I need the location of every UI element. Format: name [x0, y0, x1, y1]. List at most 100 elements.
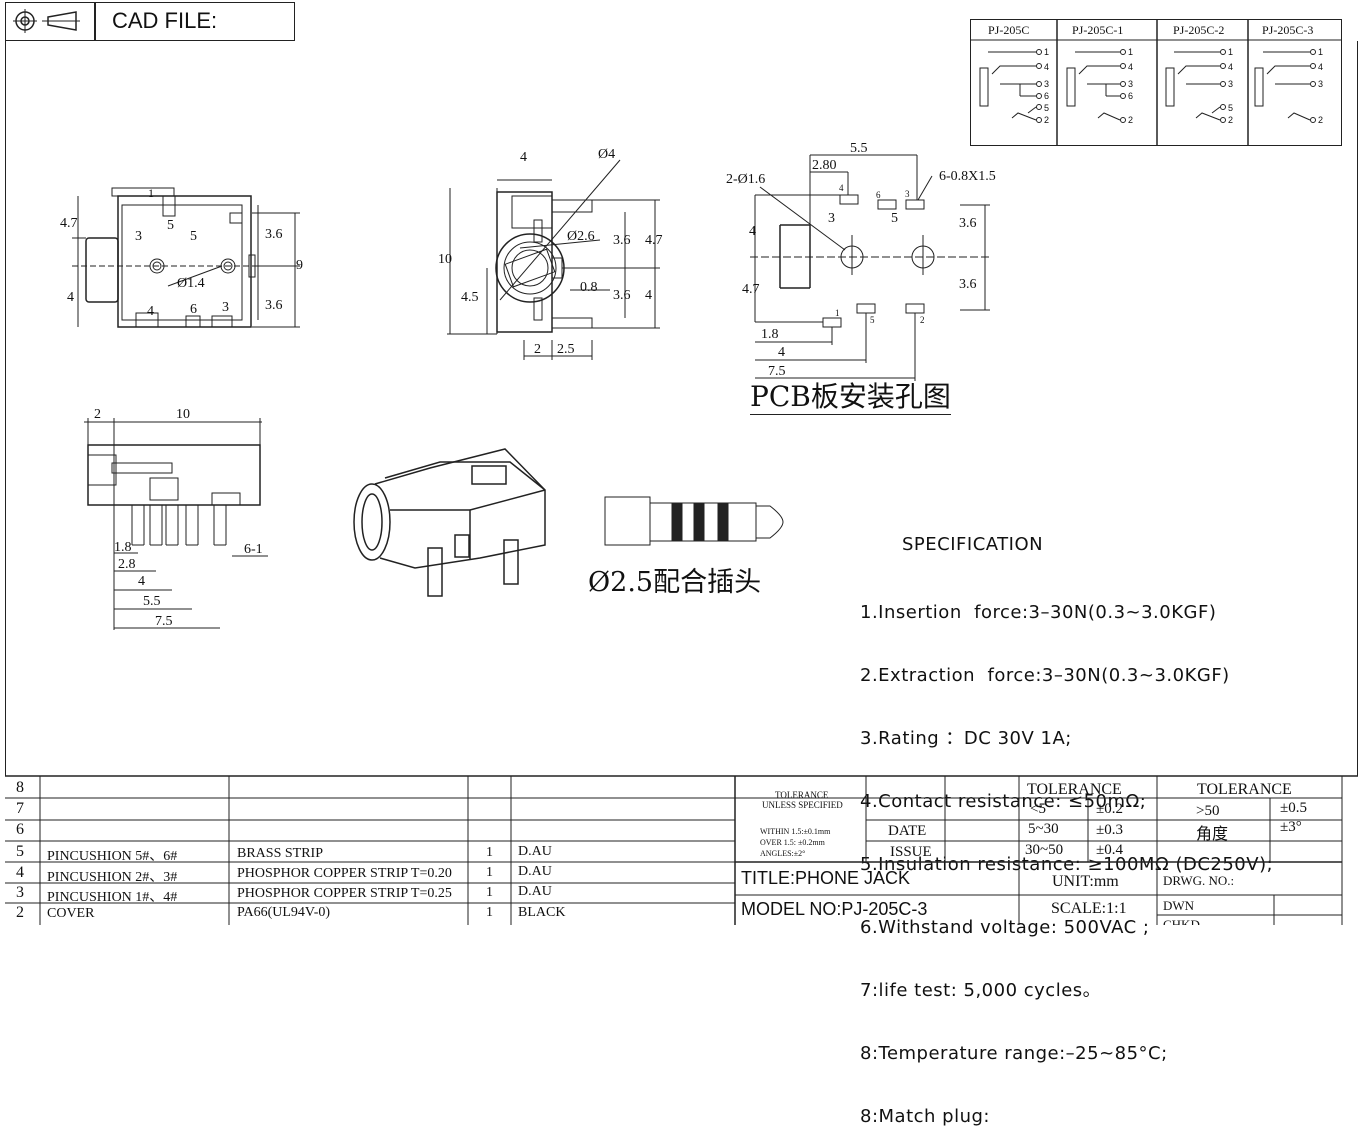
dim-pcb-holes: 2-Ø1.6 [726, 172, 766, 187]
bom-finish: BLACK [518, 905, 566, 920]
drawing-title: TITLE:PHONE JACK [741, 868, 911, 888]
spec-item: 1.Insertion force:3–30N(0.3~3.0KGF) [860, 602, 1217, 623]
bom-row-number: 7 [16, 800, 24, 817]
side-view [447, 159, 660, 360]
dim-bottom-6-1: 6-1 [244, 542, 263, 557]
bom-qty: 1 [486, 905, 493, 920]
tol-range: 5~30 [1028, 821, 1059, 837]
angle-label: 角度 [1196, 824, 1229, 843]
dim-bottom-2-8: 2.8 [118, 557, 136, 572]
schematic-table [970, 19, 1342, 146]
tol-value: ±0.4 [1096, 842, 1123, 858]
pcb-caption: PCB板安装孔图 [750, 380, 951, 415]
dim-pcb-1-8: 1.8 [761, 327, 779, 342]
dim-side-3-6b: 3.6 [613, 288, 631, 303]
dim-side-phi4: Ø4 [598, 147, 616, 162]
dim-front-9: 9 [296, 258, 303, 273]
tol-range: 30~50 [1025, 842, 1064, 858]
unit-label: UNIT:mm [1052, 873, 1119, 890]
schematic-model-4: PJ-205C-3 [1262, 23, 1314, 37]
bom-material: PHOSPHOR COPPER STRIP T=0.25 [237, 886, 452, 901]
bom-row-number: 3 [16, 884, 24, 901]
tolerance-a: TOLERANCE [1027, 781, 1122, 798]
spec-item: 3.Rating ：DC 30V 1A; [860, 728, 1072, 749]
bottom-view [84, 418, 268, 630]
bom-qty: 1 [486, 845, 493, 860]
dim-pcb-4: 4 [749, 224, 756, 239]
dim-bottom-1-8: 1.8 [114, 540, 132, 555]
bom-qty: 1 [486, 865, 493, 880]
schematic-model-3: PJ-205C-2 [1173, 23, 1225, 37]
schematic-model-2: PJ-205C-1 [1072, 23, 1124, 37]
schematic-model-1: PJ-205C [988, 23, 1030, 37]
tol-within: WITHIN 1.5:±0.1mm [760, 827, 831, 836]
bom-row-number: 5 [16, 843, 24, 860]
bom-row-number: 6 [16, 821, 24, 838]
spec-item: 4.Contact resistance: ≤50mΩ; [860, 791, 1147, 812]
dim-bottom-4: 4 [138, 574, 145, 589]
dim-bottom-5-5: 5.5 [143, 594, 161, 609]
bom-row-number: 4 [16, 864, 24, 881]
tol-range: <5 [1030, 801, 1046, 817]
angle-value: ±3° [1280, 819, 1302, 835]
front-pin-6: 6 [190, 302, 197, 317]
dim-front-3-6a: 3.6 [265, 227, 283, 242]
bom-material: PA66(UL94V-0) [237, 905, 331, 920]
front-pin-4: 4 [147, 304, 154, 319]
isometric-view [353, 448, 546, 597]
bom-part-name: PINCUSHION 5#、6# [47, 849, 178, 864]
dim-pcb-3-6b: 3.6 [959, 277, 977, 292]
tol-angles: ANGLES:±2° [760, 849, 806, 858]
dim-front-3-6b: 3.6 [265, 298, 283, 313]
dim-pcb-4b: 4 [778, 345, 785, 360]
spec-item: 8:Temperature range:–25~85°C; [860, 1043, 1168, 1064]
pcb-pin-1: 1 [835, 308, 840, 318]
technical-drawings [72, 154, 990, 630]
pcb-pin-5: 5 [891, 211, 898, 226]
bom-part-name: PINCUSHION 1#、4# [47, 890, 178, 905]
bom-part-name: COVER [47, 906, 95, 921]
bom-finish: D.AU [518, 844, 552, 859]
front-pin-3: 3 [135, 229, 142, 244]
dim-pcb-slots: 6-0.8X1.5 [939, 169, 996, 184]
spec-item: 8:Match plug: [860, 1106, 990, 1127]
bom-finish: D.AU [518, 864, 552, 879]
pcb-layout-view [750, 154, 990, 381]
front-pin-5b: 5 [190, 229, 197, 244]
checked-by-label: CHKD [1163, 917, 1200, 925]
bom-row-number: 8 [16, 779, 24, 796]
front-dia-1-4: Ø1.4 [177, 276, 205, 291]
dim-pcb-2-80: 2.80 [812, 158, 837, 173]
bom-material: BRASS STRIP [237, 846, 323, 861]
bom-part-name: PINCUSHION 2#、3# [47, 870, 178, 885]
spec-item: 5.Insulation resistance: ≥100MΩ (DC250V)… [860, 854, 1274, 875]
spec-item: 7:life test: 5,000 cycles。 [860, 980, 1102, 1001]
dim-bottom-7-5: 7.5 [155, 614, 173, 629]
dim-pcb-3-6a: 3.6 [959, 216, 977, 231]
pcb-pin-5b: 5 [870, 315, 875, 325]
dim-pcb-7-5: 7.5 [768, 364, 786, 379]
bom-finish: D.AU [518, 884, 552, 899]
dim-pcb-5-5: 5.5 [850, 141, 868, 156]
pcb-pin-2: 2 [920, 315, 925, 325]
dim-side-4-7: 4.7 [645, 233, 663, 248]
date-label: DATE [888, 823, 927, 839]
dim-side-2: 2 [534, 342, 541, 357]
tolerance-b: TOLERANCE [1197, 781, 1292, 798]
model-number: MODEL NO:PJ-205C-3 [741, 899, 928, 919]
plug-drawing [604, 496, 784, 546]
dim-front-4: 4 [67, 290, 74, 305]
dim-side-10: 10 [438, 252, 452, 267]
dim-side-2-5: 2.5 [557, 342, 575, 357]
pcb-pin-4: 4 [839, 183, 844, 193]
scale-label: SCALE:1:1 [1051, 900, 1127, 917]
dim-side-4b: 4 [645, 288, 652, 303]
tol-gt50: >50 [1196, 803, 1220, 819]
bom-material: PHOSPHOR COPPER STRIP T=0.20 [237, 866, 452, 881]
header-box [5, 2, 295, 41]
header-divider [94, 2, 96, 41]
tol-over: OVER 1.5: ±0.2mm [760, 838, 825, 847]
issue-label: ISSUE [890, 844, 932, 860]
front-pin-5: 5 [167, 218, 174, 233]
tol-title-1: TOLERANCE [775, 790, 829, 800]
